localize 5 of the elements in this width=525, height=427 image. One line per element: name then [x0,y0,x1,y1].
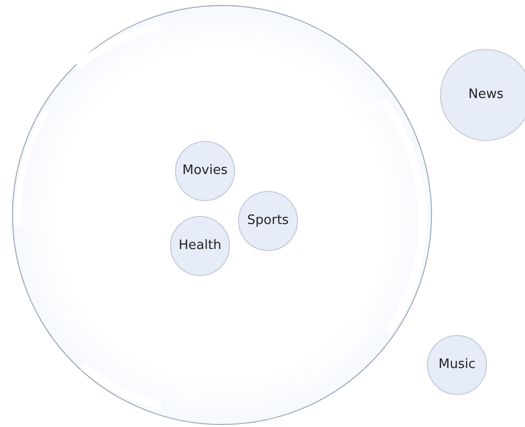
topic-label: Movies [182,162,228,180]
topic-label: Health [178,237,222,256]
topic-label: Sports [247,212,289,230]
topic-label: News [468,86,504,104]
topic-label: Music [438,356,476,374]
